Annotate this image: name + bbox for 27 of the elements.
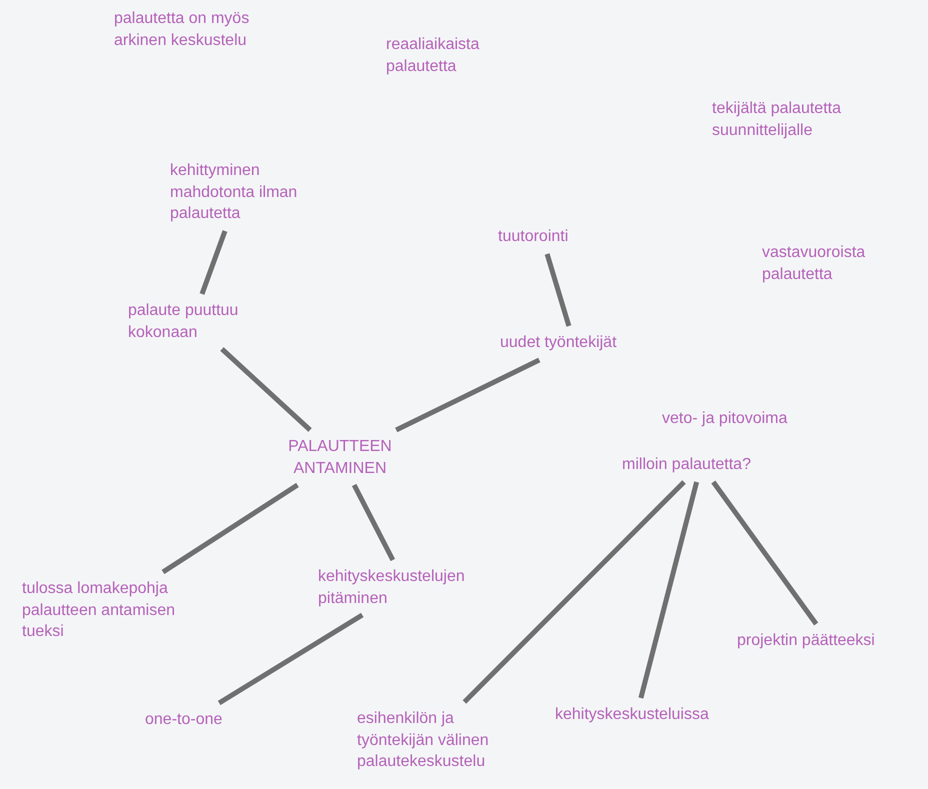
connector-line [162,482,299,574]
connector-line [200,230,228,295]
connector-line [220,347,312,432]
note-text: reaaliaikaista palautetta [386,35,480,77]
topic-text: esihenkilön ja työntekijän välinen palautekeskustelu [351,702,501,779]
topic-text: projektin päätteeksi [731,624,926,658]
note-text: vastavuoroista palautetta [762,243,866,285]
topic-text: kehittyminen mahdotonta ilman palautetta [164,154,314,231]
connector-line [711,480,818,626]
topic-text: uudet työntekijät [494,326,654,360]
topic-text: palaute puuttuu kokonaan [122,294,262,350]
topic-text: tulossa lomakepohja palautteen antamisen tueksi [16,572,191,649]
topic-text: PALAUTTEEN ANTAMINEN [270,430,410,486]
topic-text: kehityskeskusteluissa [549,698,724,732]
topic-text: milloin palautetta? [616,448,786,482]
topic-text: one-to-one [139,703,244,737]
topic-text: tuutorointi [492,220,592,254]
connector-line [218,612,364,706]
connector-line [462,480,686,704]
connector-line [638,481,700,699]
note-text: palautetta on myös arkinen keskustelu [114,9,250,51]
topic-text: kehityskeskustelujen pitäminen [312,560,502,616]
note-text: veto- ja pitovoima [662,409,788,429]
connector-line [544,253,572,327]
connector-line [395,358,540,432]
note-text: tekijältä palautetta suunnittelijalle [712,99,842,141]
connector-line [352,484,396,562]
